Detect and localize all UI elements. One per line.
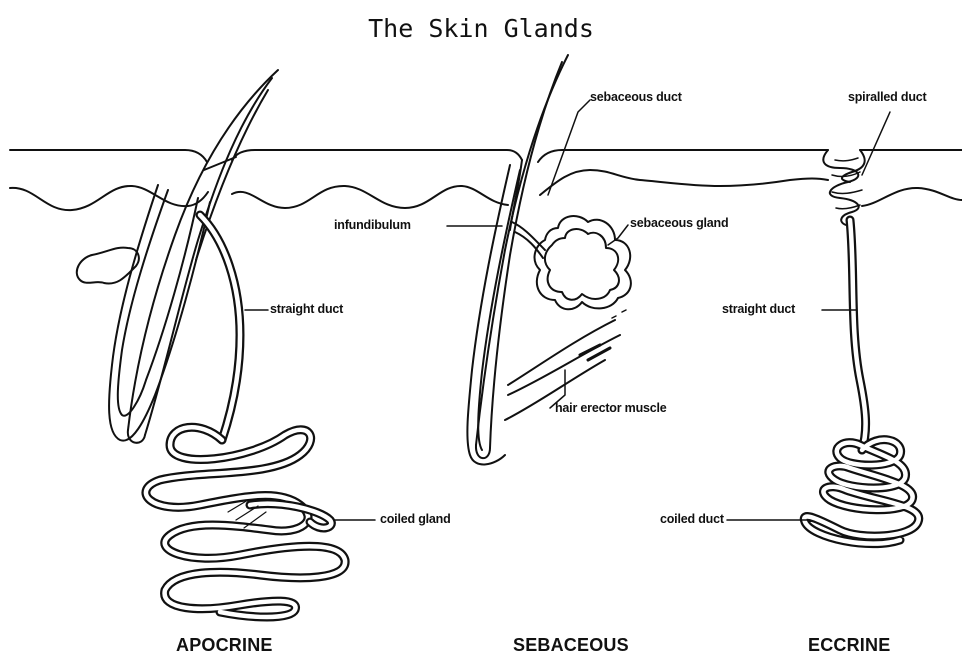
apocrine-follicle [77,185,210,441]
label-apocrine-straight-duct: straight duct [270,302,343,316]
caption-eccrine: ECCRINE [808,635,890,656]
label-spiralled-duct: spiralled duct [848,90,926,104]
skin-surface [10,150,962,162]
label-infundibulum: infundibulum [334,218,411,232]
label-sebaceous-gland: sebaceous gland [630,216,728,230]
label-coiled-duct: coiled duct [660,512,724,526]
label-coiled-gland: coiled gland [380,512,451,526]
apocrine-coiled-gland [146,427,345,617]
eccrine-coiled-duct [804,440,919,544]
label-eccrine-straight-duct: straight duct [722,302,795,316]
apocrine-straight-duct [200,215,240,440]
caption-sebaceous: SEBACEOUS [513,635,629,656]
label-hair-erector-muscle: hair erector muscle [555,401,667,415]
caption-apocrine: APOCRINE [176,635,273,656]
sebaceous-duct-and-gland [512,216,631,309]
eccrine-straight-duct [850,220,866,450]
eccrine-spiralled-duct [823,150,864,225]
label-sebaceous-duct: sebaceous duct [590,90,682,104]
epidermis-boundary [10,170,962,210]
apocrine-hair [128,70,278,443]
